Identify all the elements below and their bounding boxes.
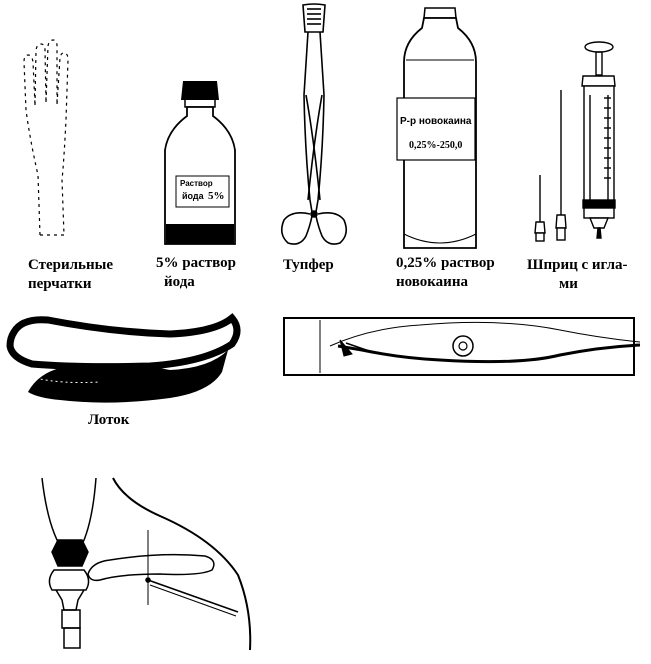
iodine-bottle-drawing bbox=[164, 81, 236, 245]
iodine-bottle-label-1: Раствор bbox=[180, 179, 213, 188]
gloves-caption-line1: Стерильные bbox=[28, 257, 114, 273]
gloves-caption-line2: перчатки bbox=[28, 276, 92, 292]
tray-caption: Лоток bbox=[88, 411, 129, 430]
novocaine-bottle-drawing bbox=[396, 7, 477, 249]
iodine-bottle-label-2: йода bbox=[182, 191, 205, 201]
kidney-tray-drawing bbox=[6, 313, 241, 403]
novocaine-caption: 0,25% раствор новокаина bbox=[396, 254, 495, 292]
catheter-box-drawing bbox=[283, 317, 641, 376]
tray-caption-line1: Лоток bbox=[88, 412, 130, 428]
gloves-caption: Стерильные перчатки bbox=[28, 256, 113, 294]
forceps-caption: Тупфер bbox=[283, 256, 334, 275]
forceps-caption-line1: Тупфер bbox=[283, 257, 334, 273]
syringe-caption-line1: Шприц с игла- bbox=[527, 257, 628, 273]
iodine-caption: 5% раствор йода bbox=[156, 254, 236, 292]
novocaine-caption-line1: 0,25% раствор bbox=[396, 255, 495, 271]
sterile-gloves-drawing bbox=[23, 39, 69, 236]
novocaine-bottle-label-2: 0,25%-250,0 bbox=[409, 140, 462, 151]
iodine-caption-line1: 5% раствор bbox=[156, 255, 236, 271]
forceps-drawing bbox=[280, 3, 348, 245]
iodine-bottle-label-3: 5% bbox=[208, 190, 225, 202]
syringe-caption-line2: ми bbox=[559, 276, 578, 292]
syringe-caption: Шприц с игла- ми bbox=[527, 256, 628, 294]
neck-anatomy-drawing bbox=[41, 477, 252, 651]
novocaine-bottle-label-1: Р-р новокаина bbox=[400, 116, 472, 127]
syringe-drawing bbox=[534, 41, 616, 242]
iodine-caption-line2: йода bbox=[164, 274, 195, 290]
novocaine-caption-line2: новокаина bbox=[396, 274, 468, 290]
